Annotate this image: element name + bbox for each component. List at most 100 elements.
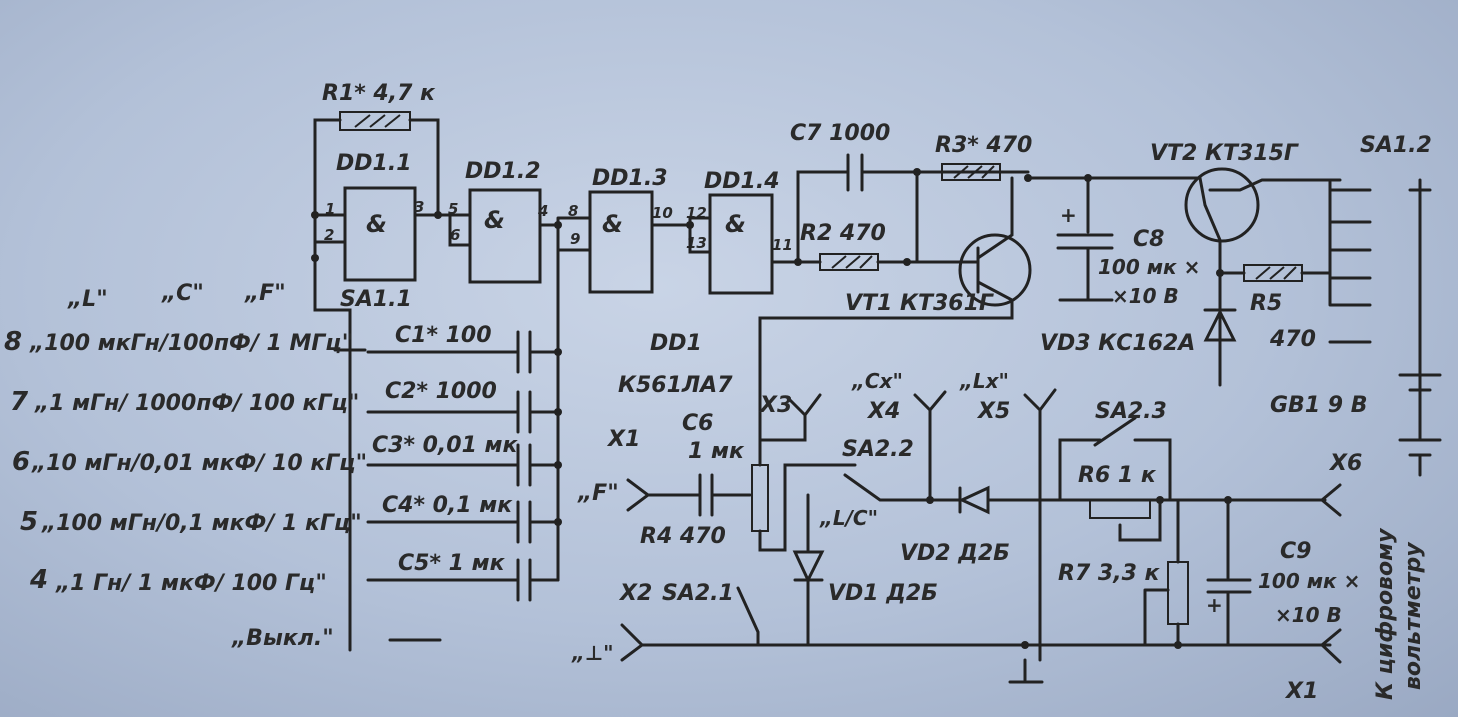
range-row: „10 мГн/0,01 мкФ/ 10 кГц" (31, 451, 367, 476)
gate-symbol: & (725, 210, 746, 238)
resistor-r5: R5 470 (1218, 264, 1332, 352)
gate-dd1-3: & DD1.3 (588, 166, 668, 294)
gate-dd1-1: & DD1.1 (336, 151, 417, 282)
connector-label: X2 (618, 581, 652, 606)
switch-label: „L/C" (819, 506, 878, 530)
component-label: C2* 1000 (385, 379, 497, 404)
component-label: R4 470 (640, 524, 726, 549)
capacitor-c6: C6 1 мк (682, 411, 752, 517)
switch-label: SA1.2 (1360, 133, 1432, 158)
margin-number: 5 (20, 507, 38, 537)
gate-symbol: & (602, 210, 623, 238)
capacitor-bank: C1* 100 C2* 1000 C3* 0,01 мк C4* 0,1 мк … (366, 223, 562, 602)
switch-sa2-1: SA2.1 (662, 581, 760, 647)
gate-symbol: & (366, 210, 387, 238)
transistor-vt1: VT1 КТ361Г (758, 176, 1032, 442)
connector-label: „F" (577, 481, 619, 506)
component-value: 470 (1269, 327, 1316, 352)
connector-label: X4 (866, 399, 900, 424)
margin-number: 6 (12, 447, 30, 477)
component-label: C5* 1 мк (398, 551, 506, 576)
gate-dd1-4: & DD1.4 (704, 169, 780, 295)
resistor-r6: R6 1 к (1078, 463, 1162, 542)
pin-number: 9 (570, 230, 580, 248)
component-label: VT1 КТ361Г (845, 291, 994, 316)
margin-number: 4 (29, 565, 48, 595)
pin-number: 4 (537, 202, 548, 220)
component-label: C3* 0,01 мк (372, 433, 519, 458)
polarity-plus: + (1060, 203, 1077, 227)
battery-gb1: GB1 9 В (1270, 373, 1442, 477)
capacitor-c8: + C8 100 мк × ×10 В (1026, 176, 1202, 308)
range-row: „Выкл." (231, 626, 334, 651)
connector-label: X5 (976, 399, 1010, 424)
ic-label: DD1 (650, 331, 702, 356)
component-value: 100 мк × (1098, 255, 1200, 279)
range-row: „100 мкГн/100пФ/ 1 МГц" (29, 331, 353, 356)
gate-label: DD1.4 (704, 169, 780, 194)
margin-number: 7 (10, 387, 29, 417)
connector-x6: X6 (1233, 451, 1362, 517)
component-label: R2 470 (800, 221, 886, 246)
connector-label: „Cx" (851, 369, 903, 393)
column-header-f: „F" (244, 281, 286, 306)
transistor-vt2: VT2 КТ315Г (1150, 141, 1342, 352)
component-label: VT2 КТ315Г (1150, 141, 1299, 166)
connector-x3: X3 (758, 393, 822, 442)
switch-sa1-2: SA1.2 (1328, 133, 1432, 422)
ic-part-label: К561ЛА7 (618, 373, 733, 398)
range-row: „1 мГн/ 1000пФ/ 100 кГц" (34, 391, 359, 416)
pin-number: 6 (450, 226, 460, 244)
component-label: VD3 КС162А (1040, 331, 1195, 356)
component-label: R3* 470 (935, 133, 1032, 158)
component-value: ×10 В (1112, 284, 1179, 308)
pin-number: 1 (325, 200, 335, 218)
voltmeter-caption: вольтметру (1401, 541, 1426, 690)
component-label: C1* 100 (395, 323, 492, 348)
resistor-r2: R2 470 (796, 221, 967, 271)
component-label: C4* 0,1 мк (382, 493, 513, 518)
gate-symbol: & (484, 206, 505, 234)
switch-sa2-2: SA2.2 „L/C" (819, 437, 962, 530)
connector-label: „Lx" (959, 369, 1009, 393)
component-label: C9 (1280, 539, 1311, 564)
resistor-r4: R4 470 (640, 438, 857, 552)
connector-x2: X2 „⊥" (571, 581, 1332, 665)
component-label: VD1 Д2Б (828, 581, 938, 606)
connector-label: X6 (1328, 451, 1362, 476)
voltmeter-caption: К цифровому (1373, 527, 1398, 700)
pin-number: 11 (772, 236, 793, 254)
pin-number: 5 (448, 200, 458, 218)
component-label: VD2 Д2Б (900, 541, 1010, 566)
connector-x5: X5 „Lx" (959, 369, 1057, 662)
pin-number: 2 (324, 226, 334, 244)
component-value: ×10 В (1275, 603, 1342, 627)
switch-label: SA2.1 (662, 581, 734, 606)
column-header-c: „C" (161, 281, 204, 306)
connector-label: „⊥" (571, 641, 614, 665)
component-label: R6 1 к (1078, 463, 1157, 488)
component-label: R5 (1250, 291, 1282, 316)
connector-x1-out: X1 (1284, 628, 1342, 704)
component-label: C8 (1133, 227, 1164, 252)
resistor-r3: R3* 470 (935, 133, 1032, 181)
polarity-plus: + (1206, 593, 1223, 617)
connector-label: X3 (758, 393, 792, 418)
pin-number: 10 (652, 204, 673, 222)
resistor-r1: R1* 4,7 к (322, 81, 436, 131)
component-label: R1* 4,7 к (322, 81, 436, 106)
capacitor-c9: + C9 100 мк × ×10 В (1206, 498, 1360, 647)
component-value: 100 мк × (1258, 569, 1360, 593)
diode-vd1: VD1 Д2Б (792, 493, 938, 647)
margin-number: 8 (4, 327, 22, 357)
component-label: C6 (682, 411, 713, 436)
resistor-r7: R7 3,3 к (1058, 498, 1189, 647)
component-label: GB1 9 В (1270, 393, 1368, 418)
gate-label: DD1.2 (465, 159, 541, 184)
connector-label: X1 (1284, 679, 1318, 704)
connector-label: X1 (606, 427, 640, 452)
switch-label: SA2.2 (842, 437, 914, 462)
pin-number: 3 (414, 198, 424, 216)
